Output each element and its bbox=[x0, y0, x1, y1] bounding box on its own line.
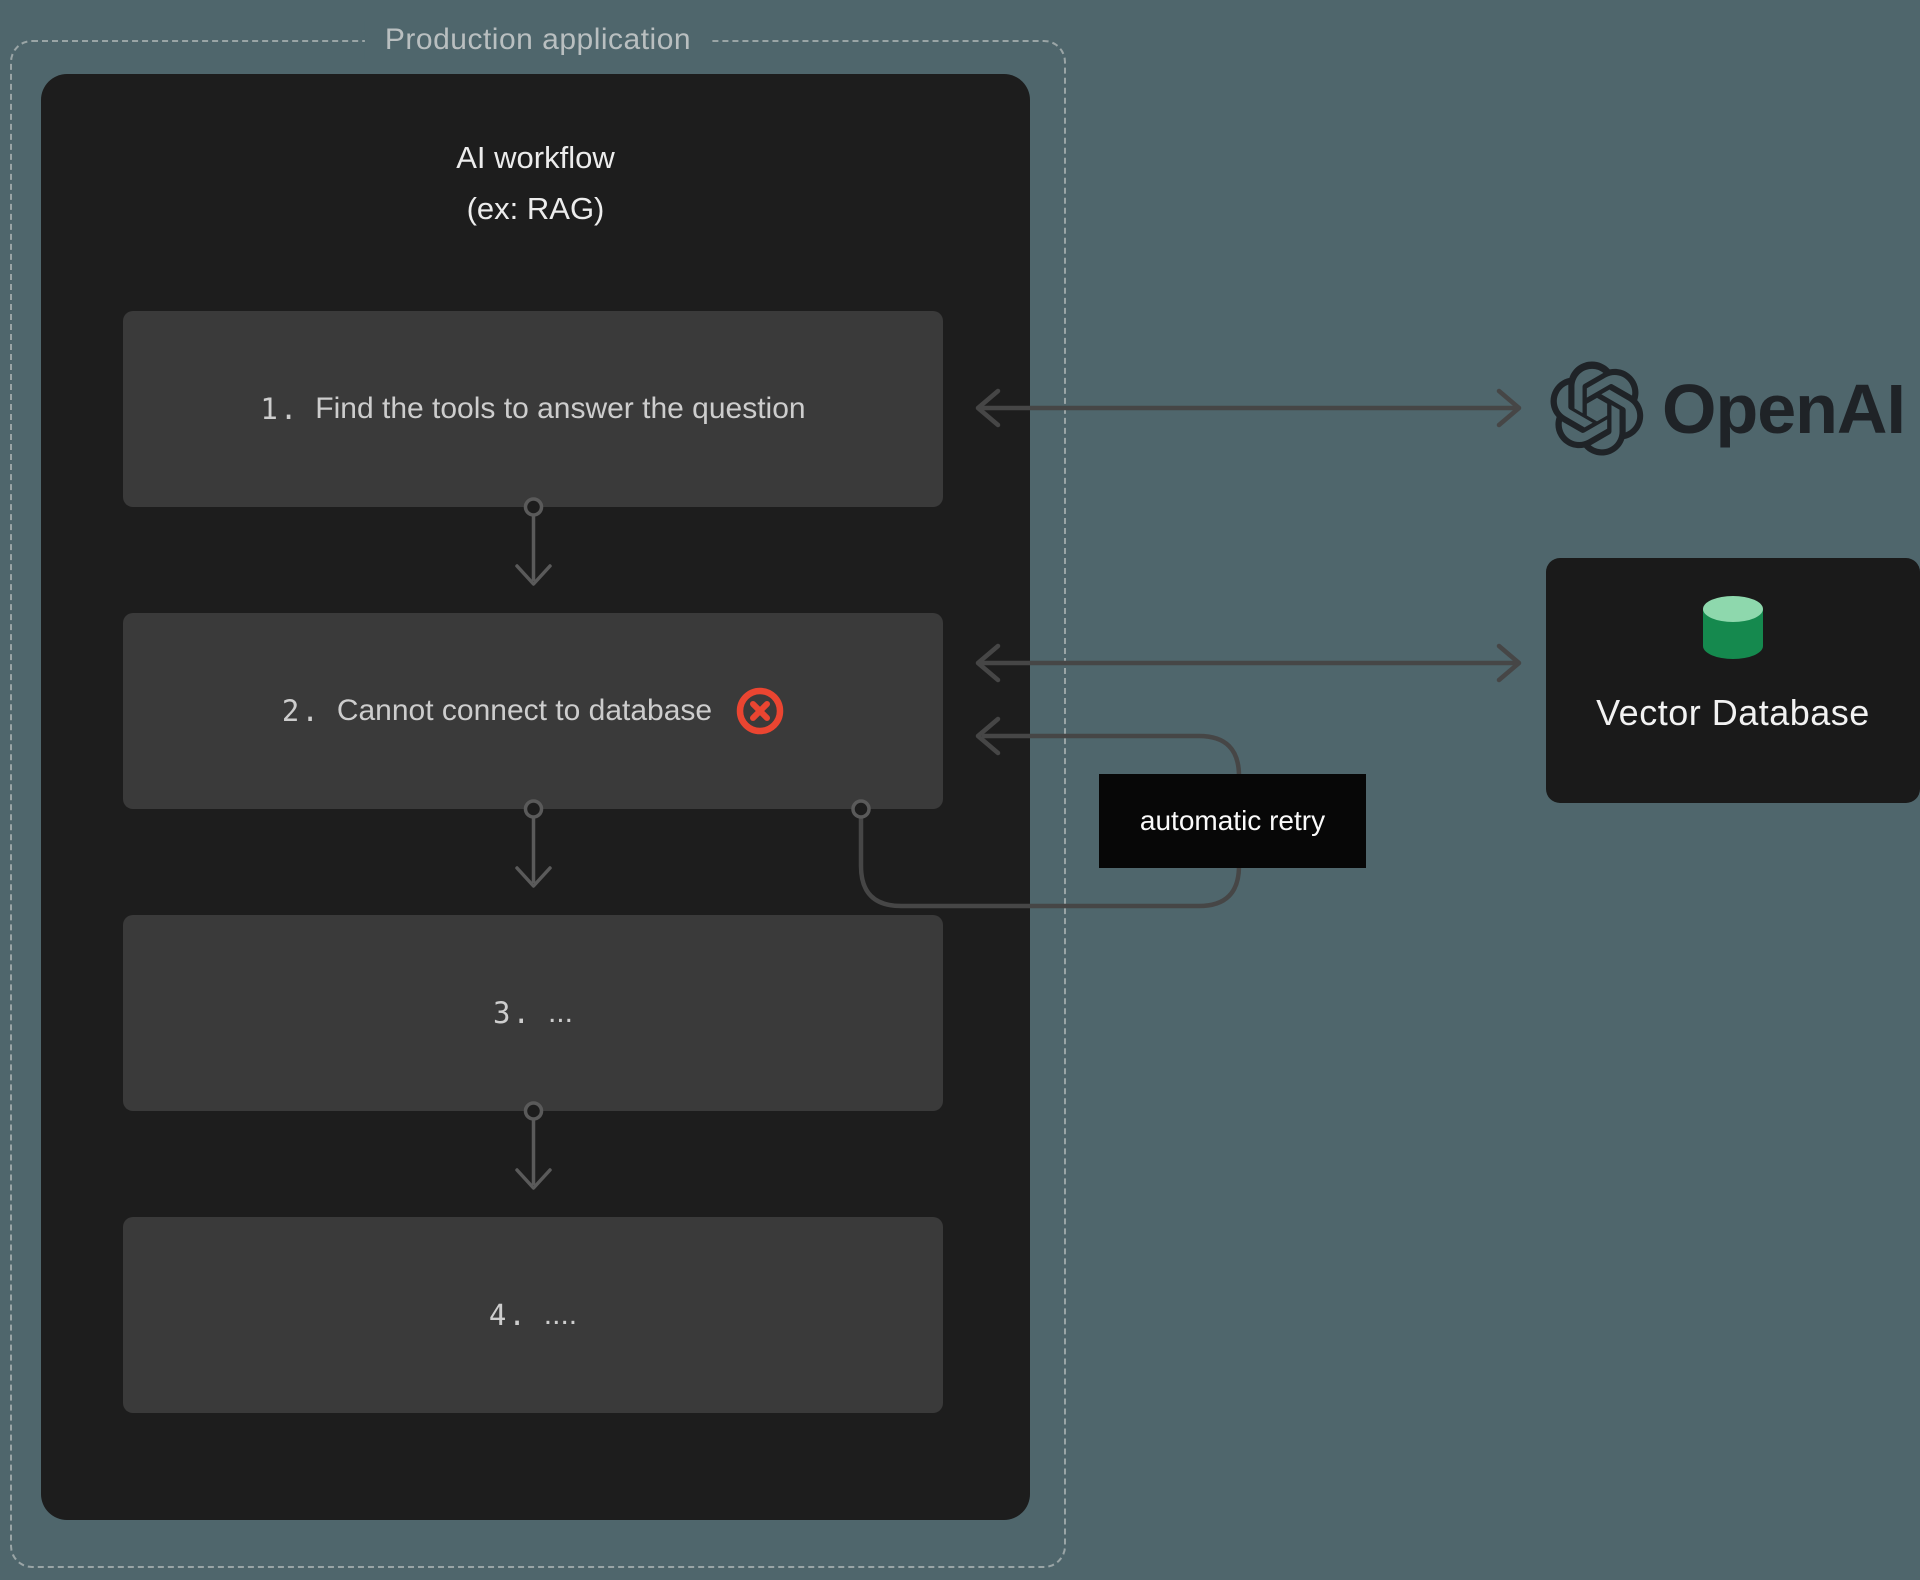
step-4-text: .... bbox=[543, 1298, 578, 1331]
step-1-text: Find the tools to answer the question bbox=[315, 392, 806, 425]
step-3-number: 3. bbox=[493, 996, 532, 1030]
workflow-step-3: 3. ... bbox=[123, 915, 943, 1111]
automatic-retry-label: automatic retry bbox=[1099, 774, 1366, 868]
database-cylinder-icon bbox=[1703, 596, 1763, 659]
openai-service: OpenAI bbox=[1550, 361, 1906, 456]
ai-workflow-title: AI workflow (ex: RAG) bbox=[41, 132, 1030, 234]
vector-database-label: Vector Database bbox=[1596, 692, 1870, 733]
workflow-step-1: 1. Find the tools to answer the question bbox=[123, 311, 943, 507]
step-3-text: ... bbox=[547, 996, 573, 1029]
workflow-step-2: 2. Cannot connect to database bbox=[123, 613, 943, 809]
step-2-text: Cannot connect to database bbox=[336, 694, 713, 727]
openai-wordmark: OpenAI bbox=[1662, 369, 1906, 448]
error-x-icon bbox=[736, 687, 784, 735]
openai-logo-icon bbox=[1550, 361, 1644, 456]
production-application-label: Production application bbox=[364, 21, 712, 59]
ai-workflow-title-line1: AI workflow bbox=[456, 140, 615, 175]
step-2-number: 2. bbox=[281, 694, 321, 728]
workflow-step-4: 4. .... bbox=[123, 1217, 943, 1413]
ai-workflow-title-line2: (ex: RAG) bbox=[466, 191, 605, 226]
step-1-number: 1. bbox=[260, 392, 300, 426]
vector-database-node: Vector Database bbox=[1546, 558, 1920, 803]
step-4-number: 4. bbox=[488, 1298, 528, 1332]
